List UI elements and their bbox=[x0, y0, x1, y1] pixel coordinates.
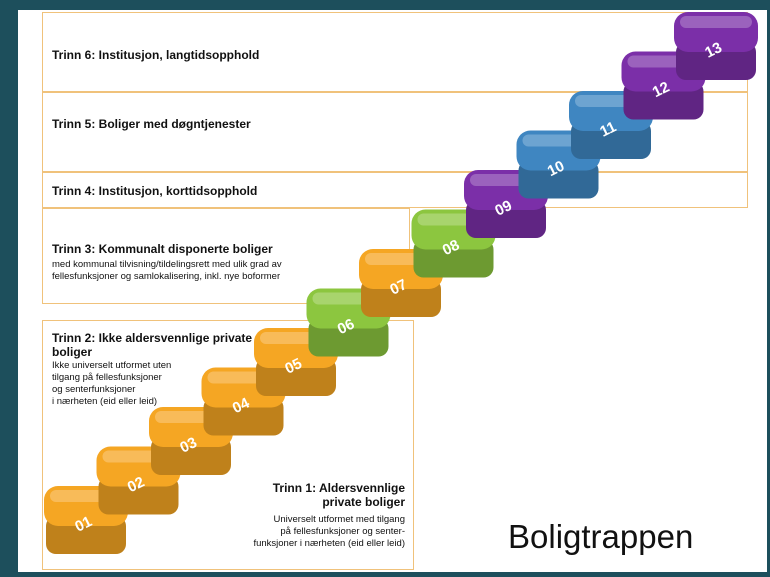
step-label: 04 bbox=[230, 394, 253, 417]
step-label: 13 bbox=[702, 39, 724, 62]
step-label: 08 bbox=[440, 237, 462, 260]
level-2-desc-line: Ikke universelt utformet uten bbox=[52, 360, 172, 371]
level-3-desc-line: fellesfunksjoner og samlokalisering, ink… bbox=[52, 271, 281, 282]
step-label: 11 bbox=[597, 118, 619, 140]
step-label: 01 bbox=[72, 513, 94, 536]
level-2-desc-line: og senterfunksjoner bbox=[52, 384, 136, 395]
step-label: 06 bbox=[335, 316, 357, 339]
level-1-description: Universelt utformet med tilgang på felle… bbox=[253, 514, 405, 550]
level-1-title-line: private boliger bbox=[322, 495, 405, 509]
level-1-desc-line: på fellesfunksjoner og senter- bbox=[280, 526, 405, 537]
caption-boligtrappen: Boligtrappen bbox=[508, 518, 694, 555]
level-4-title: Trinn 4: Institusjon, korttidsopphold bbox=[52, 184, 258, 198]
level-2-desc-line: tilgang på fellesfunksjoner bbox=[52, 372, 162, 383]
step-label: 05 bbox=[282, 355, 304, 378]
step-label: 10 bbox=[545, 158, 567, 181]
step-05: 05 bbox=[254, 328, 338, 396]
level-1-desc-line: funksjoner i nærheten (eid eller leid) bbox=[253, 538, 405, 549]
level-5-title: Trinn 5: Boliger med døgntjenester bbox=[52, 117, 251, 131]
level-4-band bbox=[42, 172, 748, 208]
step-label: 07 bbox=[387, 276, 409, 299]
step-label: 03 bbox=[177, 434, 199, 457]
step-label: 09 bbox=[492, 197, 514, 220]
level-2-title: Trinn 2: Ikke aldersvennlige private bol… bbox=[52, 331, 253, 359]
level-2-desc-line: i nærheten (eid eller leid) bbox=[52, 396, 158, 407]
step-label: 02 bbox=[125, 474, 147, 497]
step-01: 01 bbox=[44, 486, 128, 554]
level-3-desc-line: med kommunal tilvisning/tildelingsrett m… bbox=[52, 259, 282, 270]
level-6-title: Trinn 6: Institusjon, langtidsopphold bbox=[52, 48, 260, 62]
level-1-desc-line: Universelt utformet med tilgang bbox=[273, 514, 405, 525]
slide: Trinn 6: Institusjon, langtidsopphold Tr… bbox=[18, 10, 767, 572]
step-label: 12 bbox=[650, 79, 672, 102]
level-2-description: Ikke universelt utformet uten tilgang på… bbox=[52, 360, 171, 408]
level-1-title: Trinn 1: Aldersvennlige private boliger bbox=[273, 481, 405, 509]
level-3-description: med kommunal tilvisning/tildelingsrett m… bbox=[52, 259, 282, 283]
step-highlight bbox=[680, 16, 752, 28]
level-6-band bbox=[42, 12, 748, 92]
step-13: 13 bbox=[674, 12, 758, 80]
level-3-band bbox=[42, 208, 410, 304]
staircase-diagram: 01 02 03 04 05 06 07 08 09 10 11 12 13 bbox=[44, 12, 758, 554]
level-3-title: Trinn 3: Kommunalt disponerte boliger bbox=[52, 242, 273, 256]
level-1-title-line: Trinn 1: Aldersvennlige bbox=[272, 481, 405, 495]
